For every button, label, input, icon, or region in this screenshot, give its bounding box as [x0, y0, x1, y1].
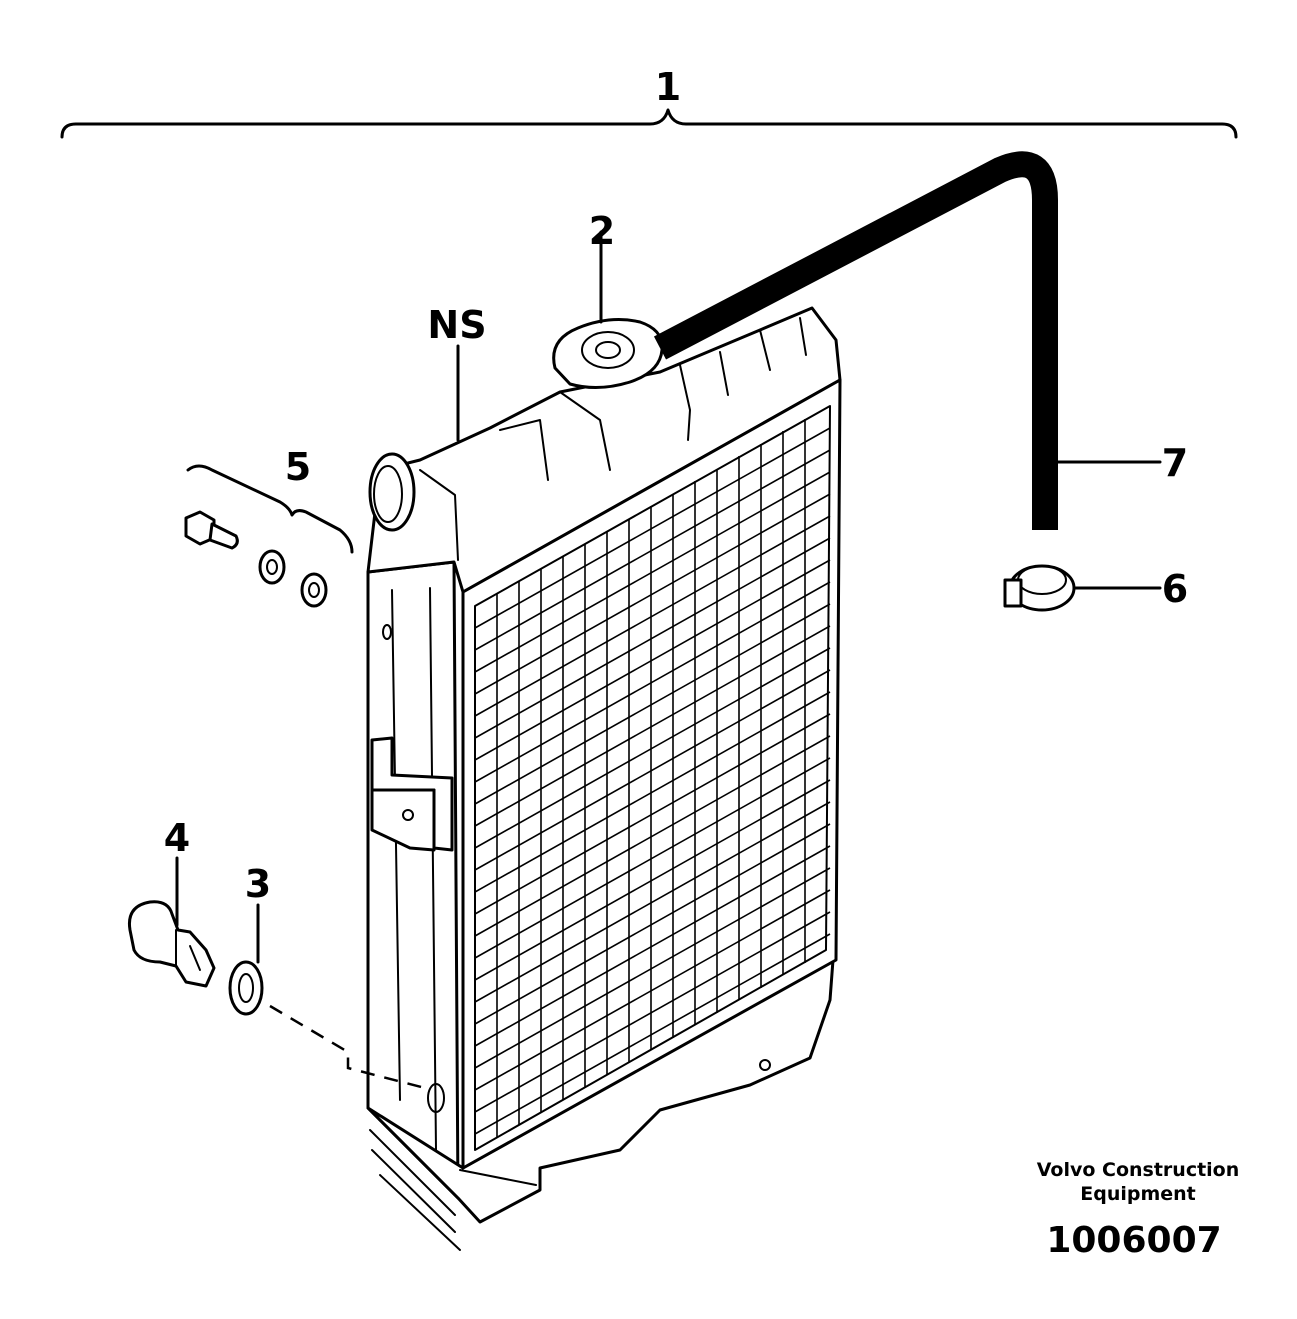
- overflow-hose: [653, 151, 1162, 530]
- radiator-body: [366, 306, 842, 1251]
- assembly-brace: [60, 108, 1238, 139]
- install-path: [269, 1004, 426, 1090]
- callout-7: 7: [1162, 441, 1188, 485]
- hose-clamp: [1003, 564, 1162, 612]
- brand-line-1: Volvo Construction: [1037, 1159, 1240, 1181]
- top-tank-ribs: [419, 317, 807, 561]
- callout-3: 3: [245, 862, 271, 906]
- core-grid-vertical: [496, 419, 806, 1138]
- washer-a: [258, 549, 286, 585]
- fastener-kit: [184, 464, 354, 608]
- core-grid-horizontal: [474, 427, 831, 1135]
- bolt: [184, 510, 239, 550]
- radiator-cap: [552, 230, 664, 389]
- callout-2: 2: [589, 209, 615, 253]
- callout-ns: NS: [427, 303, 486, 347]
- callout-6: 6: [1162, 567, 1188, 611]
- callout-1: 1: [655, 65, 681, 109]
- callout-5: 5: [285, 445, 311, 489]
- brand-line-2: Equipment: [1080, 1183, 1196, 1205]
- side-panel-details: [369, 587, 771, 1251]
- sealing-washer: [228, 903, 426, 1090]
- washer-b: [300, 572, 328, 608]
- drawing-number: 1006007: [1046, 1220, 1221, 1261]
- inlet-neck: [368, 452, 416, 532]
- drain-plug: [127, 856, 216, 988]
- callout-4: 4: [164, 816, 190, 860]
